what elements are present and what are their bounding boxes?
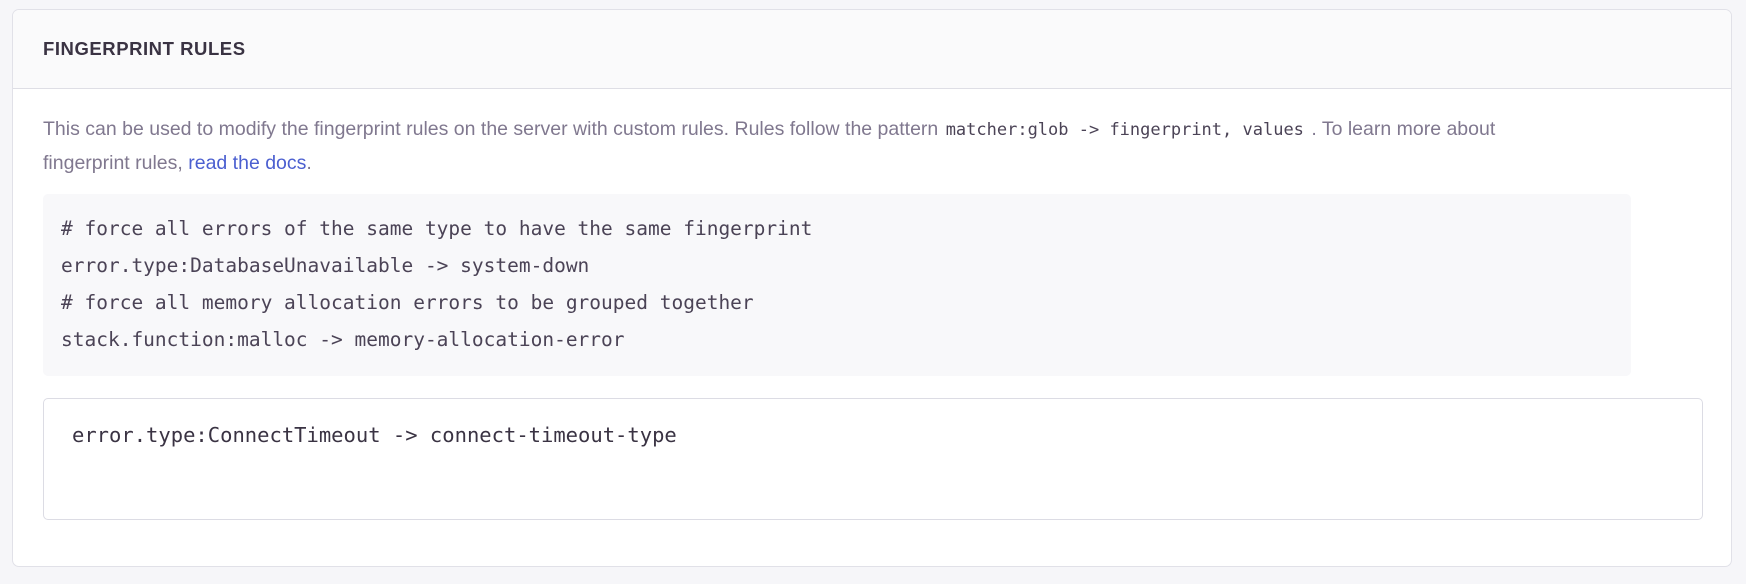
page-title: FINGERPRINT RULES [43, 37, 246, 59]
example-rules-code-block: # force all errors of the same type to h… [43, 194, 1631, 376]
pattern-code-sample: matcher:glob -> fingerprint, values [945, 120, 1304, 140]
panel-body: This can be used to modify the fingerpri… [13, 89, 1731, 520]
description-middle: . To learn more about fingerprint rules, [43, 118, 1496, 174]
fingerprint-rules-input[interactable] [43, 398, 1703, 520]
description-intro: This can be used to modify the fingerpri… [43, 118, 944, 140]
panel-header: FINGERPRINT RULES [13, 10, 1731, 89]
description-text: This can be used to modify the fingerpri… [43, 113, 1518, 180]
example-rules-code: # force all errors of the same type to h… [61, 217, 813, 351]
description-end: . [306, 152, 312, 174]
fingerprint-rules-panel: FINGERPRINT RULES This can be used to mo… [12, 9, 1732, 567]
read-the-docs-link[interactable]: read the docs [188, 152, 307, 174]
